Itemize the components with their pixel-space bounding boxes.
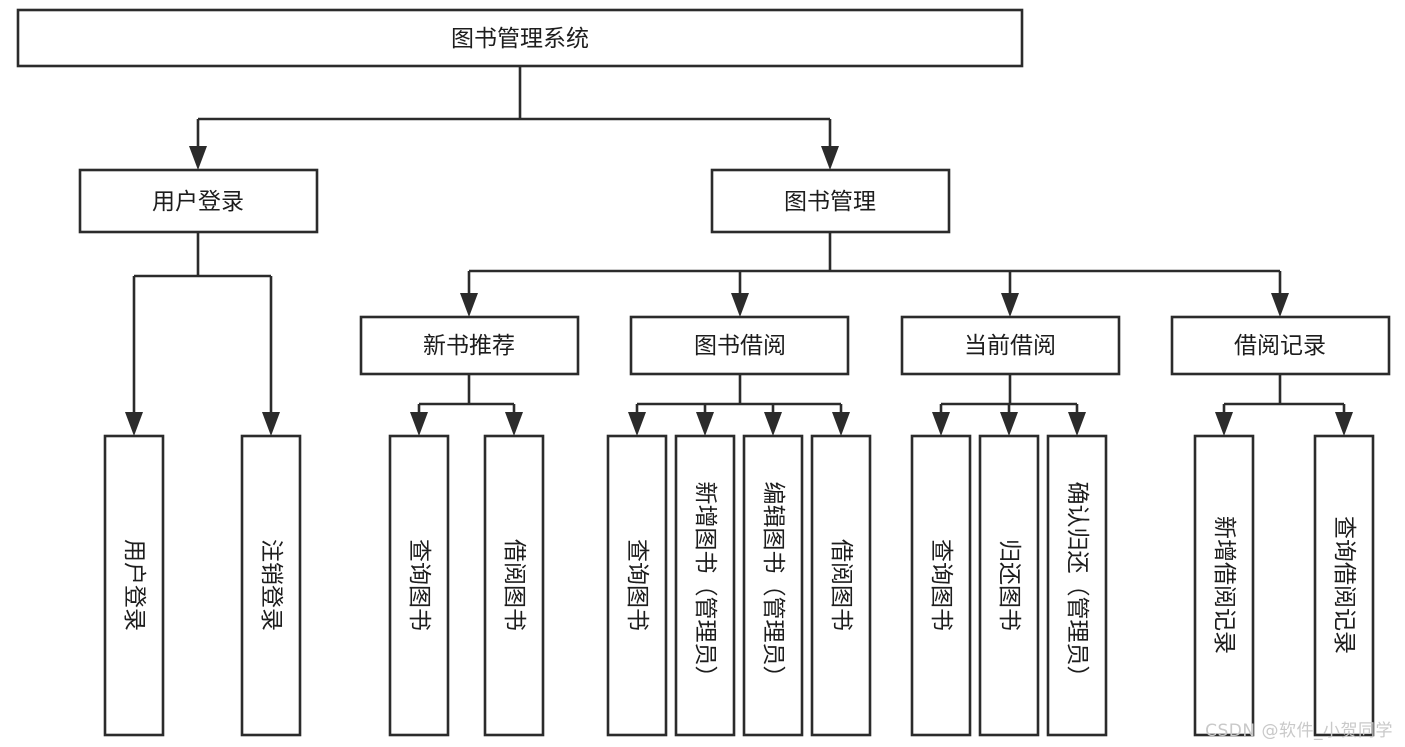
leaf-user-login-1-label: 用户登录: [121, 539, 147, 631]
leaf-book-borrow-2-box[interactable]: [674, 434, 736, 737]
node-user-login[interactable]: 用户登录: [78, 168, 319, 234]
leaf-node[interactable]: 新增借阅记录: [1193, 434, 1255, 737]
leaf-new-book-2-label: 借阅图书: [501, 539, 527, 631]
node-book-manage[interactable]: 图书管理: [710, 168, 951, 234]
leaf-current-borrow-3-box[interactable]: [1046, 434, 1108, 737]
leaf-current-borrow-1-box[interactable]: [910, 434, 972, 737]
node-book-borrow-label: 图书借阅: [694, 333, 786, 359]
arrowhead-leaf-borrow-record-2: [1335, 412, 1353, 436]
leaf-node[interactable]: 归还图书: [978, 434, 1040, 737]
leaf-book-borrow-3-label: 编辑图书（管理员）: [760, 482, 786, 689]
arrowhead-leaf-new-book-1: [410, 412, 428, 436]
arrowhead-leaf-current-borrow-3: [1068, 412, 1086, 436]
arrowhead-leaf-current-borrow-2: [1000, 412, 1018, 436]
node-borrow-record-label: 借阅记录: [1234, 333, 1326, 359]
node-current-borrow[interactable]: 当前借阅: [900, 315, 1121, 376]
leaf-current-borrow-3-label: 确认归还（管理员）: [1064, 482, 1090, 689]
leaf-borrow-record-1-label: 新增借阅记录: [1211, 516, 1237, 654]
csdn-watermark: CSDN @软件_小贺同学: [1205, 721, 1393, 741]
node-root-box[interactable]: [16, 8, 1024, 68]
node-new-book-recommend-box[interactable]: [359, 315, 580, 376]
leaf-new-book-1-box[interactable]: [388, 434, 450, 737]
leaf-node[interactable]: 查询借阅记录: [1313, 434, 1375, 737]
node-current-borrow-label: 当前借阅: [964, 333, 1056, 359]
leaf-node[interactable]: 注销登录: [240, 434, 302, 737]
arrowhead-borrow-record: [1271, 293, 1289, 317]
node-book-borrow-box[interactable]: [629, 315, 850, 376]
arrowhead-leaf-book-borrow-4: [832, 412, 850, 436]
arrowhead-book-manage: [821, 146, 839, 170]
arrowhead-leaf-user-login-2: [262, 412, 280, 436]
node-current-borrow-box[interactable]: [900, 315, 1121, 376]
node-book-manage-box[interactable]: [710, 168, 951, 234]
leaf-book-borrow-4-box[interactable]: [810, 434, 872, 737]
arrowhead-current-borrow: [1001, 293, 1019, 317]
leaf-current-borrow-2-box[interactable]: [978, 434, 1040, 737]
arrowhead-leaf-user-login-1: [125, 412, 143, 436]
leaf-current-borrow-1-label: 查询图书: [928, 539, 954, 631]
leaf-node[interactable]: 确认归还（管理员）: [1046, 434, 1108, 737]
leaf-borrow-record-2-box[interactable]: [1313, 434, 1375, 737]
arrowhead-leaf-borrow-record-1: [1215, 412, 1233, 436]
arrowhead-leaf-book-borrow-1: [628, 412, 646, 436]
arrowhead-leaf-new-book-2: [505, 412, 523, 436]
node-new-book-recommend[interactable]: 新书推荐: [359, 315, 580, 376]
leaf-borrow-record-1-box[interactable]: [1193, 434, 1255, 737]
leaf-book-borrow-1-box[interactable]: [606, 434, 668, 737]
leaf-node[interactable]: 查询图书: [606, 434, 668, 737]
node-user-login-label: 用户登录: [152, 189, 244, 215]
arrowhead-user-login: [189, 146, 207, 170]
node-root[interactable]: 图书管理系统: [16, 8, 1024, 68]
node-user-login-box[interactable]: [78, 168, 319, 234]
arrowhead-leaf-book-borrow-2: [696, 412, 714, 436]
arrowhead-book-borrow: [731, 293, 749, 317]
leaf-node[interactable]: 借阅图书: [810, 434, 872, 737]
leaf-node[interactable]: 借阅图书: [483, 434, 545, 737]
leaf-node[interactable]: 新增图书（管理员）: [674, 434, 736, 737]
leaf-book-borrow-3-box[interactable]: [742, 434, 804, 737]
leaf-borrow-record-2-label: 查询借阅记录: [1331, 516, 1357, 654]
arrowhead-leaf-current-borrow-1: [932, 412, 950, 436]
node-book-borrow[interactable]: 图书借阅: [629, 315, 850, 376]
leaf-user-login-2-label: 注销登录: [258, 539, 284, 631]
node-root-label: 图书管理系统: [451, 26, 589, 52]
leaf-book-borrow-1-label: 查询图书: [624, 539, 650, 631]
leaf-new-book-2-box[interactable]: [483, 434, 545, 737]
leaf-user-login-2-box[interactable]: [240, 434, 302, 737]
node-book-manage-label: 图书管理: [784, 189, 876, 215]
node-borrow-record[interactable]: 借阅记录: [1170, 315, 1391, 376]
node-borrow-record-box[interactable]: [1170, 315, 1391, 376]
leaf-current-borrow-2-label: 归还图书: [996, 539, 1022, 631]
node-new-book-recommend-label: 新书推荐: [423, 333, 515, 359]
leaf-new-book-1-label: 查询图书: [406, 539, 432, 631]
leaf-node[interactable]: 查询图书: [388, 434, 450, 737]
leaf-node[interactable]: 编辑图书（管理员）: [742, 434, 804, 737]
leaf-book-borrow-4-label: 借阅图书: [828, 539, 854, 631]
leaf-book-borrow-2-label: 新增图书（管理员）: [692, 482, 718, 689]
leaf-node[interactable]: 查询图书: [910, 434, 972, 737]
arrowhead-leaf-book-borrow-3: [764, 412, 782, 436]
connector-layer: [125, 66, 1353, 436]
leaf-node[interactable]: 用户登录: [103, 434, 165, 737]
leaf-user-login-1-box[interactable]: [103, 434, 165, 737]
arrowhead-new-book: [460, 293, 478, 317]
